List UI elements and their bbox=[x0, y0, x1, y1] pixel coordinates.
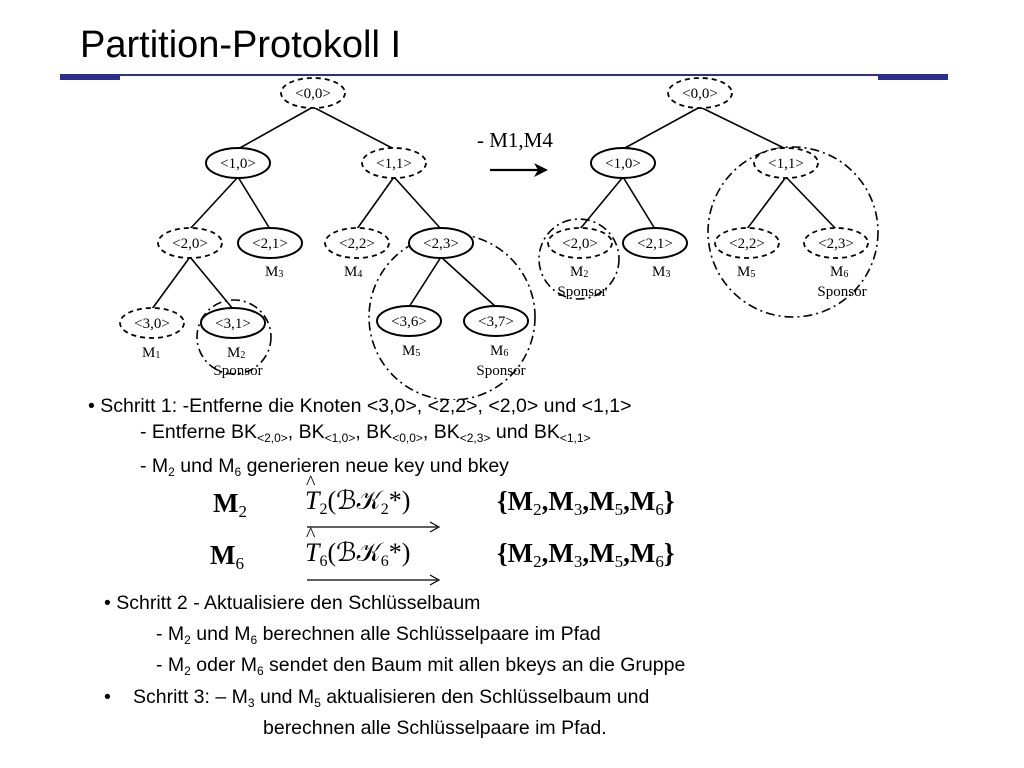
tree-node-label: <2,1> bbox=[637, 236, 673, 252]
dashed-circle-sponsor-m2 bbox=[538, 218, 620, 300]
formula2-transmit: ^T6(ℬ𝒦6*) bbox=[305, 524, 411, 570]
dashed-circle-subtree-2-3 bbox=[368, 233, 536, 400]
step2-heading: • Schritt 2 - Aktualisiere den Schlüssel… bbox=[104, 592, 481, 614]
sponsor-label: Sponsor bbox=[476, 363, 525, 379]
sponsor-label: Sponsor bbox=[213, 363, 262, 379]
member-label: M1 bbox=[142, 345, 160, 361]
tree-node-label: <2,3> bbox=[818, 236, 854, 252]
formula1-recipient-set: {M2,M3,M5,M6} bbox=[497, 486, 675, 519]
step1-line2: - Entferne BK<2,0>, BK<1,0>, BK<0,0>, BK… bbox=[140, 421, 591, 445]
tree-edge bbox=[440, 256, 497, 308]
formula1-arrow bbox=[307, 521, 441, 533]
tree-node-label: <3,7> bbox=[478, 314, 514, 330]
tree-nodes: <0,0> <1,0> <1,1> <2,0> <2,1> <2,2> <2,3> <3,0>… bbox=[119, 77, 869, 379]
formula1-sender: M2 bbox=[213, 488, 247, 521]
tree-edge bbox=[393, 176, 442, 230]
tree-edge bbox=[237, 106, 314, 150]
step2-line2: - M2 oder M6 sendet den Baum mit allen b… bbox=[156, 654, 686, 678]
tree-edge bbox=[622, 176, 656, 230]
member-label: M5 bbox=[402, 343, 420, 359]
tree-node-left-37: <3,7> bbox=[463, 305, 529, 337]
tree-node-label: <1,0> bbox=[605, 156, 641, 172]
member-label: M6 bbox=[830, 264, 848, 280]
key-tree-diagram: <0,0> <1,0> <1,1> <2,0> <2,1> <2,2> <2,3> <3,0>… bbox=[119, 77, 879, 400]
tree-edge bbox=[622, 106, 701, 150]
formula1-transmit: ^T2(ℬ𝒦2*) bbox=[305, 472, 411, 518]
tree-edges bbox=[151, 106, 837, 310]
tree-node-label: <0,0> bbox=[682, 86, 718, 102]
tree-node-left-36: <3,6> bbox=[376, 305, 442, 337]
step3-line1: Schritt 3: – M3 und M5 aktualisieren den… bbox=[133, 686, 650, 710]
tree-node-right-21: <2,1> bbox=[622, 227, 688, 259]
tree-edge bbox=[579, 176, 624, 230]
tree-node-left-30: <3,0> bbox=[119, 307, 185, 339]
member-label: M2 bbox=[227, 345, 245, 361]
tree-node-left-10: <1,0> bbox=[205, 147, 271, 179]
tree-edge bbox=[237, 176, 271, 230]
formula2-arrow bbox=[307, 574, 441, 586]
tree-node-left-21: <2,1> bbox=[237, 227, 303, 259]
subtree-circles bbox=[196, 146, 879, 400]
tree-node-right-00: <0,0> bbox=[667, 77, 733, 109]
dashed-circle-subtree-1-1 bbox=[707, 146, 879, 318]
member-label: M5 bbox=[737, 264, 755, 280]
tree-node-left-31: <3,1> bbox=[200, 307, 266, 339]
tree-node-right-10: <1,0> bbox=[590, 147, 656, 179]
tree-node-label: <2,0> bbox=[172, 236, 208, 252]
tree-node-label: <0,0> bbox=[295, 86, 331, 102]
dashed-circle-sponsor-m2 bbox=[196, 299, 272, 375]
tree-node-label: <3,1> bbox=[215, 316, 251, 332]
step3-line2: berechnen alle Schlüsselpaare im Pfad. bbox=[263, 717, 607, 739]
tree-node-left-20: <2,0> bbox=[157, 227, 223, 259]
tree-node-right-20: <2,0> bbox=[547, 227, 613, 259]
hat-mark: ^ bbox=[306, 472, 316, 494]
tree-node-label: <3,0> bbox=[134, 316, 170, 332]
title-underline bbox=[60, 74, 948, 76]
tree-node-label: <2,2> bbox=[729, 236, 765, 252]
tree-node-right-22: <2,2> bbox=[714, 227, 780, 259]
transition-arrow-head bbox=[534, 163, 548, 177]
tree-node-label: <2,0> bbox=[562, 236, 598, 252]
member-label: M2 bbox=[570, 264, 588, 280]
tree-edge bbox=[356, 176, 395, 230]
member-label: M3 bbox=[652, 264, 670, 280]
tree-edge bbox=[312, 106, 395, 150]
member-label: M3 bbox=[265, 264, 283, 280]
tree-node-label: <2,2> bbox=[339, 236, 375, 252]
tree-node-label: <1,1> bbox=[768, 156, 804, 172]
step1-line1: • Schritt 1: -Entferne die Knoten <3,0>,… bbox=[88, 395, 632, 417]
transition-arrow: - M1,M4 bbox=[477, 128, 553, 177]
member-label: M6 bbox=[490, 343, 508, 359]
tree-edge bbox=[189, 176, 239, 230]
step3-bullet: • bbox=[104, 686, 111, 708]
tree-node-left-22: <2,2> bbox=[324, 227, 390, 259]
tree-node-label: <3,6> bbox=[391, 314, 427, 330]
tree-node-label: <1,0> bbox=[220, 156, 256, 172]
tree-node-left-23: <2,3> bbox=[408, 227, 474, 259]
tree-edge bbox=[746, 176, 787, 230]
tree-edge bbox=[699, 106, 787, 150]
member-label: M4 bbox=[344, 264, 362, 280]
tree-node-label: <2,3> bbox=[423, 236, 459, 252]
formula2-sender: M6 bbox=[210, 540, 244, 573]
title-underline-right-accent bbox=[878, 74, 948, 80]
tree-edge bbox=[785, 176, 837, 230]
tree-node-left-11: <1,1> bbox=[361, 147, 427, 179]
tree-edge bbox=[151, 256, 191, 310]
sponsor-label: Sponsor bbox=[557, 284, 606, 300]
slide-title: Partition-Protokoll I bbox=[80, 24, 402, 66]
tree-edge bbox=[408, 256, 442, 308]
hat-mark: ^ bbox=[306, 524, 316, 546]
title-underline-left-accent bbox=[60, 74, 120, 80]
step1-line3: - M2 und M6 generieren neue key und bkey bbox=[140, 455, 509, 479]
tree-node-label: <2,1> bbox=[252, 236, 288, 252]
sponsor-label: Sponsor bbox=[817, 284, 866, 300]
formula2-recipient-set: {M2,M3,M5,M6} bbox=[497, 538, 675, 571]
tree-node-left-00: <0,0> bbox=[280, 77, 346, 109]
tree-node-right-23: <2,3> bbox=[803, 227, 869, 259]
tree-node-right-11: <1,1> bbox=[753, 147, 819, 179]
transition-label: - M1,M4 bbox=[477, 128, 553, 152]
step2-line1: - M2 und M6 berechnen alle Schlüsselpaar… bbox=[156, 623, 601, 647]
tree-node-label: <1,1> bbox=[376, 156, 412, 172]
